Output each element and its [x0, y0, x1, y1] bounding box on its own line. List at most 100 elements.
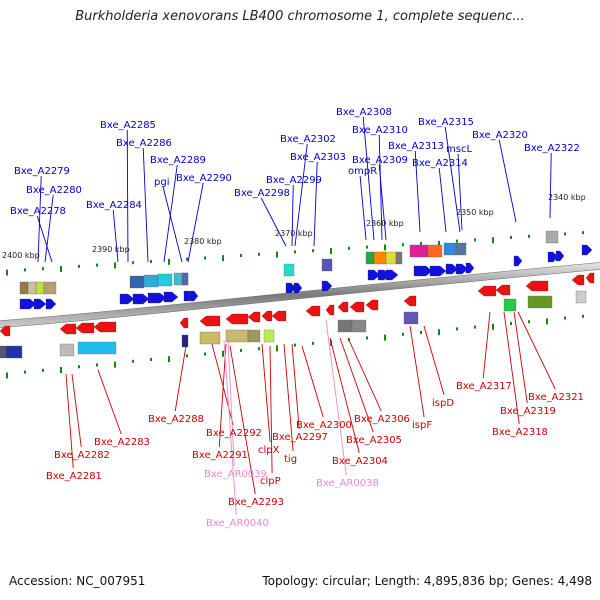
gene-label[interactable]: Bxe_A2315: [418, 117, 474, 128]
gene-arrow: [119, 293, 135, 305]
tick-dot: [456, 327, 458, 331]
gene-label[interactable]: Bxe_A2317: [456, 381, 512, 392]
leader-line: [378, 164, 387, 241]
gene-arrow: [19, 298, 37, 310]
gene-label[interactable]: Bxe_A2314: [412, 158, 468, 169]
gene-block: [395, 251, 403, 265]
gene-label[interactable]: ompR: [348, 166, 377, 177]
gene-label[interactable]: Bxe_AR0040: [206, 518, 269, 529]
gene-block: [263, 329, 275, 343]
gene-arrow: [555, 250, 565, 262]
gene-label[interactable]: Bxe_A2320: [472, 130, 528, 141]
gene-label[interactable]: Bxe_A2279: [14, 166, 70, 177]
gene-label[interactable]: Bxe_A2300: [296, 420, 352, 431]
gene-label[interactable]: mscL: [446, 144, 472, 155]
gene-arrow: [75, 322, 95, 334]
gene-label[interactable]: Bxe_A2321: [528, 392, 584, 403]
tick-dot: [330, 248, 332, 254]
leader-line: [444, 126, 461, 233]
leader-line: [112, 209, 119, 263]
gene-label[interactable]: Bxe_A2322: [524, 143, 580, 154]
gene-label[interactable]: Bxe_A2310: [352, 125, 408, 136]
gene-label[interactable]: Bxe_A2304: [332, 456, 388, 467]
tick-dot: [6, 269, 8, 276]
gene-label[interactable]: Bxe_A2281: [46, 471, 102, 482]
tick-dot: [168, 356, 170, 363]
tick-label: 2390 kbp: [92, 245, 130, 254]
gene-label[interactable]: Bxe_A2292: [206, 428, 262, 439]
tick-dot: [6, 372, 8, 379]
gene-label[interactable]: Bxe_A2286: [116, 138, 172, 149]
gene-block: [27, 281, 37, 295]
leader-line: [498, 139, 517, 223]
gene-label[interactable]: Bxe_A2293: [228, 497, 284, 508]
gene-label[interactable]: Bxe_A2302: [280, 134, 336, 145]
leader-line: [227, 339, 235, 467]
tick-dot: [402, 243, 404, 247]
gene-label[interactable]: Bxe_AR0038: [316, 478, 379, 489]
tick-dot: [258, 252, 260, 256]
tick-dot: [276, 251, 278, 258]
tick-dot: [186, 354, 188, 358]
gene-block: [157, 273, 173, 287]
gene-label[interactable]: clpP: [260, 476, 281, 487]
gene-label[interactable]: Bxe_A2306: [354, 414, 410, 425]
tick-dot: [96, 363, 98, 367]
gene-arrow: [349, 301, 365, 313]
tick-dot: [60, 367, 62, 373]
gene-label[interactable]: Bxe_A2278: [10, 206, 66, 217]
gene-label[interactable]: Bxe_A2299: [266, 175, 322, 186]
leader-line: [359, 175, 367, 241]
tick-dot: [42, 267, 44, 271]
gene-label[interactable]: clpX: [258, 445, 280, 456]
tick-dot: [312, 249, 314, 253]
gene-arrow: [179, 317, 189, 329]
gene-arrow: [247, 311, 261, 323]
gene-label[interactable]: Bxe_A2308: [336, 107, 392, 118]
gene-label[interactable]: Bxe_AR0039: [204, 469, 267, 480]
leader-line: [438, 167, 447, 233]
tick-dot: [24, 268, 26, 272]
tick-label: 2380 kbp: [184, 237, 222, 246]
gene-labels: Bxe_A2279Bxe_A2280Bxe_A2278Bxe_A2285Bxe_…: [10, 107, 584, 529]
gene-label[interactable]: Bxe_A2280: [26, 185, 82, 196]
gene-label[interactable]: tig: [284, 454, 297, 465]
gene-label[interactable]: Bxe_A2289: [150, 155, 206, 166]
gene-label[interactable]: Bxe_A2291: [192, 450, 248, 461]
gene-label[interactable]: Bxe_A2297: [272, 432, 328, 443]
gene-label[interactable]: Bxe_A2285: [100, 120, 156, 131]
tick-dot: [240, 349, 242, 352]
gene-arrow: [132, 293, 150, 305]
gene-block: [77, 341, 117, 355]
gene-label[interactable]: ispD: [432, 398, 454, 409]
leader-line: [174, 345, 187, 412]
gene-label[interactable]: Bxe_A2309: [352, 155, 408, 166]
gene-label[interactable]: Bxe_A2284: [86, 200, 142, 211]
gene-label[interactable]: Bxe_A2283: [94, 437, 150, 448]
gene-label[interactable]: Bxe_A2282: [54, 450, 110, 461]
gene-label[interactable]: Bxe_A2298: [234, 188, 290, 199]
gene-label[interactable]: Bxe_A2313: [388, 141, 444, 152]
gene-arrow: [495, 284, 511, 296]
tick-dot: [420, 331, 422, 334]
gene-label[interactable]: Bxe_A2319: [500, 406, 556, 417]
gene-label[interactable]: Bxe_A2303: [290, 152, 346, 163]
genome-backbone: [0, 262, 600, 328]
leader-line: [187, 182, 204, 263]
leader-line: [71, 373, 82, 448]
gene-arrow: [337, 301, 349, 313]
tick-dot: [582, 231, 584, 235]
gene-label[interactable]: Bxe_A2288: [148, 414, 204, 425]
gene-label[interactable]: Bxe_A2290: [176, 173, 232, 184]
leader-line: [325, 319, 347, 476]
tick-dot: [510, 236, 512, 239]
tick-dot: [222, 350, 224, 357]
gene-arrow: [163, 291, 179, 303]
gene-label[interactable]: Bxe_A2318: [492, 427, 548, 438]
gene-block: [365, 251, 375, 265]
gene-label[interactable]: ispF: [412, 420, 432, 431]
leader-line: [409, 325, 425, 418]
gene-label[interactable]: Bxe_A2305: [346, 435, 402, 446]
leader-line: [414, 150, 421, 233]
gene-label[interactable]: pgi: [154, 177, 169, 188]
